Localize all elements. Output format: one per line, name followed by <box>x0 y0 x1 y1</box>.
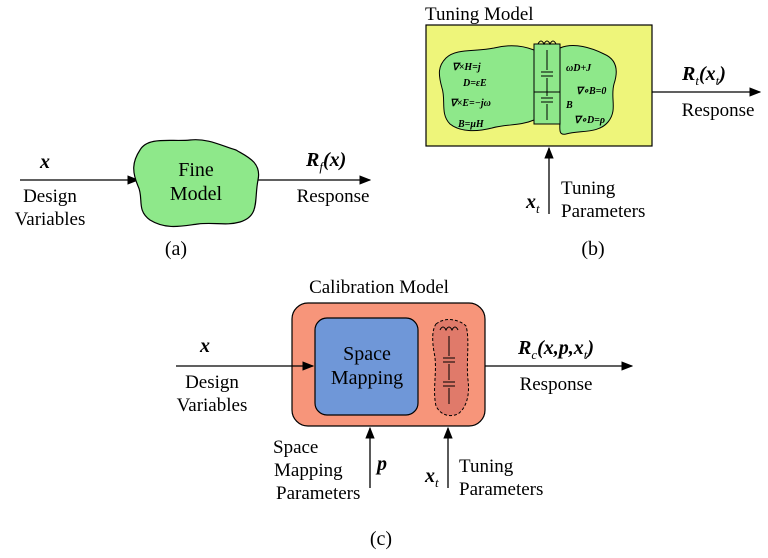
panel-c-p-symbol: p <box>375 453 387 475</box>
eq-right-1: ωD+J <box>566 63 592 74</box>
panel-c-output-arg-sub: t <box>584 347 588 362</box>
panel-c-output-symbol: R <box>517 337 531 359</box>
fine-model-label-2: Model <box>170 183 223 205</box>
calibration-tuning-blob <box>432 319 469 417</box>
panel-c-input-symbol: x <box>199 335 210 357</box>
panel-a-input-label-1: Design <box>23 186 77 207</box>
panel-c-input-label-1: Design <box>185 372 239 393</box>
panel-c-xt-expression: xt <box>424 465 439 490</box>
eq-right-4: ∇∘D=ρ <box>574 115 605 126</box>
panel-b-output-expression: Rt(xt) <box>681 63 726 88</box>
panel-b-output-arg-open: (x <box>699 63 716 85</box>
panel-a-output-sub: f <box>319 159 325 174</box>
panel-c-output-label: Response <box>520 374 593 395</box>
panel-a-input-label-2: Variables <box>15 209 86 230</box>
panel-b-input-label-2: Parameters <box>561 201 645 222</box>
panel-b-output-label: Response <box>682 100 755 121</box>
calibration-tuning-circuit-icon <box>439 326 459 404</box>
calibration-model-title: Calibration Model <box>309 277 449 298</box>
panel-c-p-label-3: Parameters <box>276 483 360 504</box>
eq-left-4: B=μH <box>457 119 485 130</box>
panel-b-output-symbol: R <box>681 63 695 85</box>
panel-b-output-sub: t <box>695 73 699 88</box>
tuning-model-title: Tuning Model <box>425 4 534 25</box>
panel-c-output-sub: c <box>531 347 537 362</box>
panel-c-input-label-2: Variables <box>177 395 248 416</box>
panel-a-caption: (a) <box>165 238 187 260</box>
panel-a-output-label: Response <box>297 186 370 207</box>
panel-b-input-label-1: Tuning <box>561 178 616 199</box>
panel-c-xt-symbol: x <box>424 465 435 487</box>
panel-c-xt-sub: t <box>435 475 439 490</box>
panel-c-tuning-label-2: Parameters <box>459 479 543 500</box>
panel-b-input-sub: t <box>536 201 540 216</box>
panel-b-output-arg-sub: t <box>716 73 720 88</box>
panel-c-tuning-label-1: Tuning <box>459 456 514 477</box>
tuning-left-blob <box>438 45 535 132</box>
eq-right-3: B <box>565 100 573 111</box>
space-mapping-block <box>314 317 419 416</box>
panel-c-output-arg-open: (x,p,x <box>537 337 584 359</box>
space-mapping-label-1: Space <box>343 343 391 365</box>
fine-model-block <box>133 139 260 228</box>
eq-left-1: ∇×H=j <box>452 62 481 73</box>
panel-b: Tuning Model ∇×H=j D=εE ∇×E=−jω B=μH ωD+… <box>425 4 762 260</box>
panel-c-caption: (c) <box>370 528 392 550</box>
panel-c-output-arg-close: ) <box>585 337 594 359</box>
panel-c: Calibration Model Space Mapping x Design… <box>176 277 634 550</box>
panel-c-output-expression: Rc(x,p,xt) <box>517 337 594 362</box>
panel-b-input-symbol: x <box>525 191 536 213</box>
tuning-right-blob <box>559 45 617 135</box>
panel-c-p-label-1: Space <box>273 437 318 458</box>
panel-b-caption: (b) <box>581 238 604 260</box>
panel-a-output-arg: (x) <box>323 149 346 171</box>
panel-a-input-symbol: x <box>39 151 50 173</box>
eq-left-2: D=εE <box>462 78 487 89</box>
panel-b-output-arg-close: ) <box>717 63 726 85</box>
panel-c-p-label-2: Mapping <box>274 460 343 481</box>
panel-a-output-expression: Rf(x) <box>305 149 346 174</box>
eq-right-2: ∇∘B=0 <box>576 86 606 97</box>
panel-a-output-symbol: R <box>305 149 319 171</box>
tuning-circuit-icon <box>533 40 561 125</box>
eq-left-3: ∇×E=−jω <box>450 98 491 109</box>
space-mapping-label-2: Mapping <box>331 367 403 389</box>
panel-a: x Design Variables Fine Model Rf(x) Resp… <box>15 139 372 260</box>
panel-b-input-expression: xt <box>525 191 540 216</box>
fine-model-label-1: Fine <box>178 159 214 181</box>
